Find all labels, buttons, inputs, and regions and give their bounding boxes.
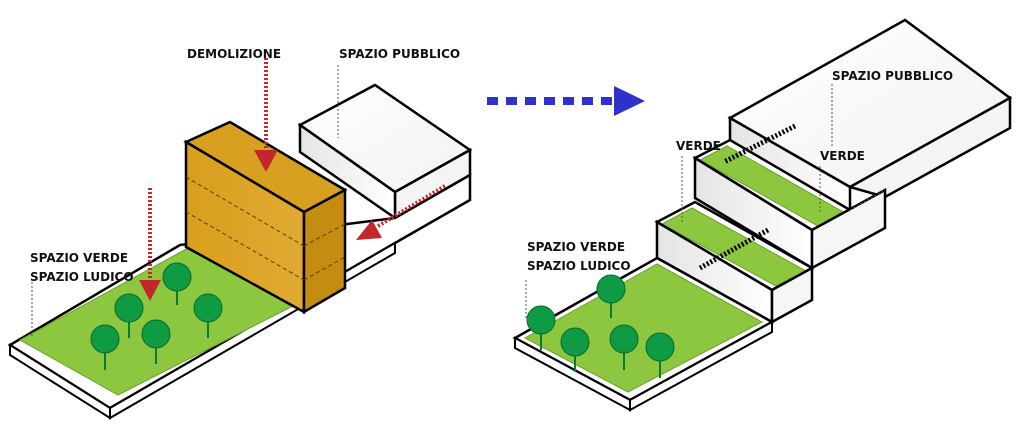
tree-icon <box>114 293 144 338</box>
label-verde-upper-right: VERDE <box>820 149 865 163</box>
dashed-path-icon <box>698 227 770 271</box>
tree-icon <box>645 332 675 378</box>
tree-icon <box>162 262 192 305</box>
tree-icon <box>609 324 639 370</box>
public-plateau <box>727 18 1013 215</box>
label-spazio-pubblico-right: SPAZIO PUBBLICO <box>832 69 953 83</box>
upper-step <box>692 138 887 271</box>
trees-left <box>90 262 223 370</box>
trees-right <box>526 274 675 378</box>
dashed-arrow-diagonal-icon <box>356 184 447 240</box>
dashed-path-icon <box>722 123 797 165</box>
tree-icon <box>90 324 120 370</box>
dashed-arrow-down-icon <box>254 58 278 172</box>
tree-icon <box>560 327 590 372</box>
scene-before: DEMOLIZIONE SPAZIO PUBBLICO SPAZIO VERDE… <box>7 47 473 420</box>
label-verde-upper-left: VERDE <box>676 139 721 153</box>
label-demolizione: DEMOLIZIONE <box>187 47 281 61</box>
label-spazio-ludico-left: SPAZIO LUDICO <box>30 270 134 284</box>
label-spazio-verde-left: SPAZIO VERDE <box>30 251 128 265</box>
public-space-block <box>297 65 473 221</box>
dashed-arrow-down-icon <box>139 188 161 301</box>
tree-icon <box>141 319 171 364</box>
label-spazio-verde-right: SPAZIO VERDE <box>527 240 625 254</box>
tree-icon <box>193 293 223 338</box>
tree-icon <box>526 305 556 350</box>
label-spazio-ludico-right: SPAZIO LUDICO <box>527 259 631 273</box>
dashed-arrow-right-icon <box>487 86 645 116</box>
green-area-right <box>523 263 764 393</box>
scene-after: SPAZIO PUBBLICO VERDE VERDE SPAZIO VERDE… <box>512 18 1013 412</box>
tree-icon <box>596 274 626 318</box>
label-spazio-pubblico-left: SPAZIO PUBBLICO <box>339 47 460 61</box>
